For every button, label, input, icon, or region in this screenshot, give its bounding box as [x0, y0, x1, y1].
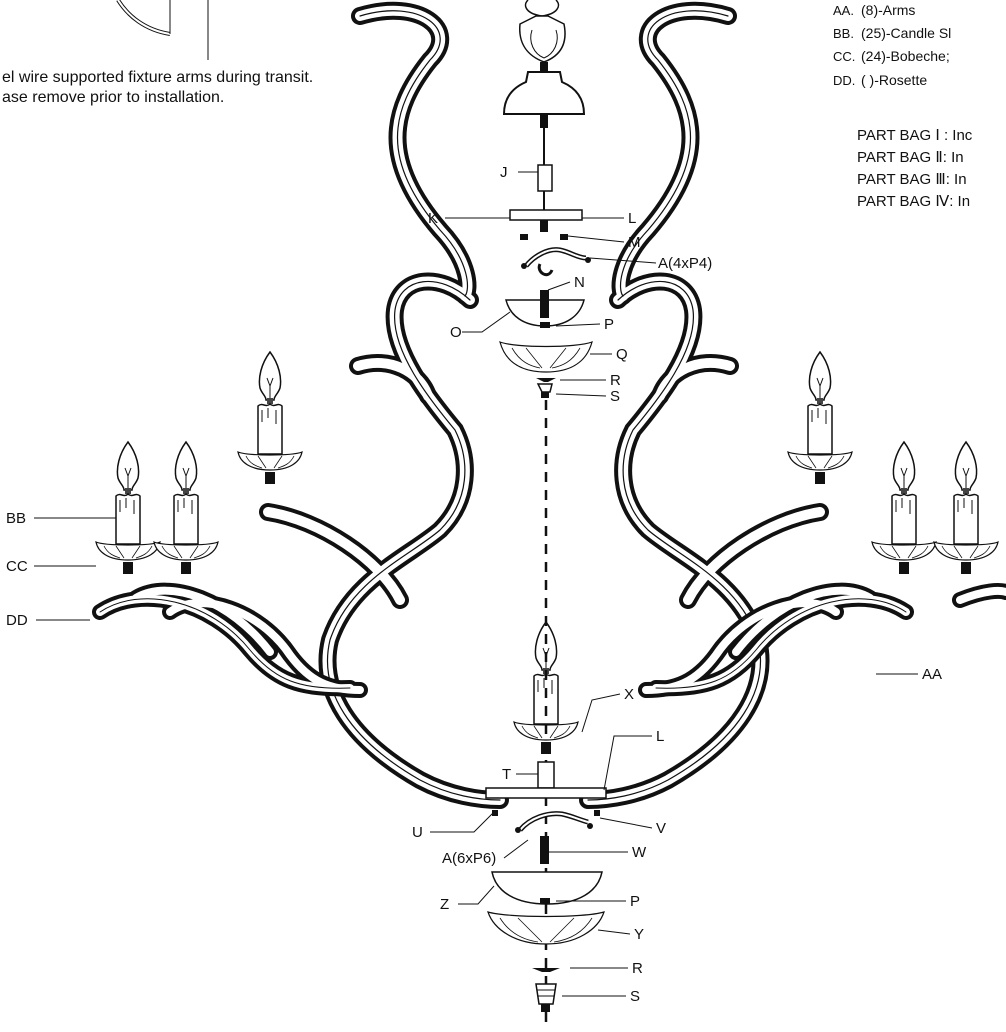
label-a-top: A(4xP4): [658, 255, 712, 272]
label-s-top: S: [610, 388, 620, 405]
label-u: U: [412, 824, 423, 841]
label-w: W: [632, 844, 647, 861]
label-bb: BB: [6, 510, 26, 527]
candle-left-2: [153, 441, 219, 575]
legend-item: BB.(25)-Candle Sl: [833, 25, 952, 41]
candle-upper-right: [787, 351, 853, 485]
candle-upper-left: [237, 351, 303, 485]
legend-item: AA.(8)-Arms: [833, 2, 916, 18]
transit-note-line-1: el wire supported fixture arms during tr…: [2, 69, 314, 86]
transit-wire-bracket: [116, 0, 209, 60]
part-bag-line: PART BAG Ⅲ: In: [857, 171, 967, 188]
label-k: K: [428, 210, 438, 227]
leader-lines: [34, 171, 918, 997]
label-y: Y: [634, 926, 644, 943]
label-l-top: L: [628, 210, 636, 227]
label-o: O: [450, 324, 462, 341]
upper-arms: [259, 1, 829, 809]
label-m: M: [628, 234, 641, 251]
label-n: N: [574, 274, 585, 291]
upper-center-hardware: [499, 290, 593, 398]
part-bag-line: PART BAG Ⅰ : Inc: [857, 127, 973, 144]
label-dd: DD: [6, 612, 28, 629]
label-l-bottom: L: [656, 728, 664, 745]
label-a-bottom: A(6xP6): [442, 850, 496, 867]
label-q: Q: [616, 346, 628, 363]
label-cc: CC: [6, 558, 28, 575]
label-x: X: [624, 686, 634, 703]
part-bag-line: PART BAG Ⅱ: In: [857, 149, 964, 166]
outer-arms: [92, 582, 1006, 698]
label-aa: AA: [922, 666, 942, 683]
label-j: J: [500, 164, 508, 181]
canopy-and-stem: [502, 0, 591, 277]
transit-note-line-2: ase remove prior to installation.: [2, 89, 225, 106]
legend-item: DD.( )-Rosette: [833, 72, 928, 88]
candle-left-1: [95, 441, 161, 575]
label-p-top: P: [604, 316, 614, 333]
label-s-bottom: S: [630, 988, 640, 1005]
candle-right-2: [933, 441, 999, 575]
label-v: V: [656, 820, 666, 837]
label-r-top: R: [610, 372, 621, 389]
label-r-bottom: R: [632, 960, 643, 977]
label-t: T: [502, 766, 511, 783]
label-z: Z: [440, 896, 449, 913]
label-p-bottom: P: [630, 893, 640, 910]
candle-right-1: [871, 441, 937, 575]
legend-item: CC.(24)-Bobeche;: [833, 48, 950, 64]
lower-center-hardware: [485, 761, 607, 1012]
part-bag-line: PART BAG Ⅳ: In: [857, 193, 971, 210]
callout-labels: J K L M A(4xP4) N O P Q R S BB CC DD AA …: [6, 164, 942, 1005]
